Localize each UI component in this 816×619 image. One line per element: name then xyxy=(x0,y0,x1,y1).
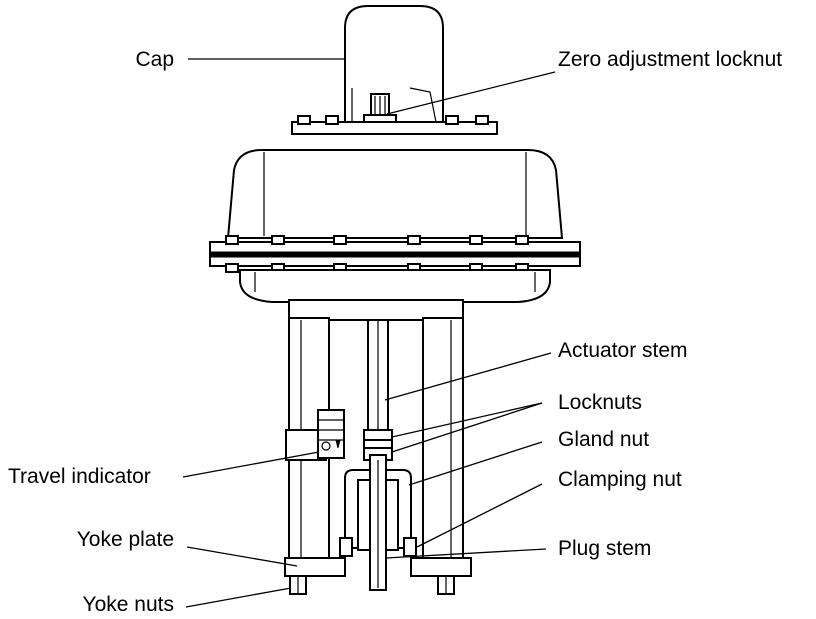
labels: Cap Zero adjustment locknut Actuator ste… xyxy=(8,48,782,616)
yoke-plate-leader xyxy=(186,546,298,567)
label-plug-stem: Plug stem xyxy=(558,537,651,560)
diaphragm-case xyxy=(226,149,564,239)
yoke-nuts-part xyxy=(289,575,455,595)
label-gland-nut: Gland nut xyxy=(558,428,649,451)
locknuts-leader-1 xyxy=(391,402,543,438)
zero-adjustment-leader xyxy=(386,71,556,115)
actuator-stem-leader xyxy=(384,352,552,401)
label-actuator-stem: Actuator stem xyxy=(558,339,688,362)
case-flange xyxy=(209,235,581,273)
actuator-stem-part xyxy=(367,319,389,431)
top-plate xyxy=(291,115,498,135)
clamping-nut-leader xyxy=(416,483,543,548)
label-travel-indicator: Travel indicator xyxy=(8,465,151,488)
yoke-plate-part xyxy=(284,557,472,577)
label-locknuts: Locknuts xyxy=(558,391,642,414)
lower-case xyxy=(239,269,551,303)
plug-stem-leader xyxy=(385,548,547,559)
locknuts-leader-2 xyxy=(391,402,543,453)
label-zero-adjustment-locknut: Zero adjustment locknut xyxy=(558,48,782,71)
label-yoke-nuts: Yoke nuts xyxy=(83,593,174,616)
plug-stem-part xyxy=(369,454,387,591)
cap-part xyxy=(344,5,444,126)
label-cap: Cap xyxy=(135,48,174,71)
zero-adjustment-locknut-part xyxy=(363,93,397,126)
label-yoke-plate: Yoke plate xyxy=(77,528,174,551)
gland-nut-leader xyxy=(408,441,543,486)
travel-indicator-leader xyxy=(182,451,320,478)
leader-lines xyxy=(182,58,556,608)
yoke-nuts-leader xyxy=(185,587,292,608)
label-clamping-nut: Clamping nut xyxy=(558,468,682,491)
